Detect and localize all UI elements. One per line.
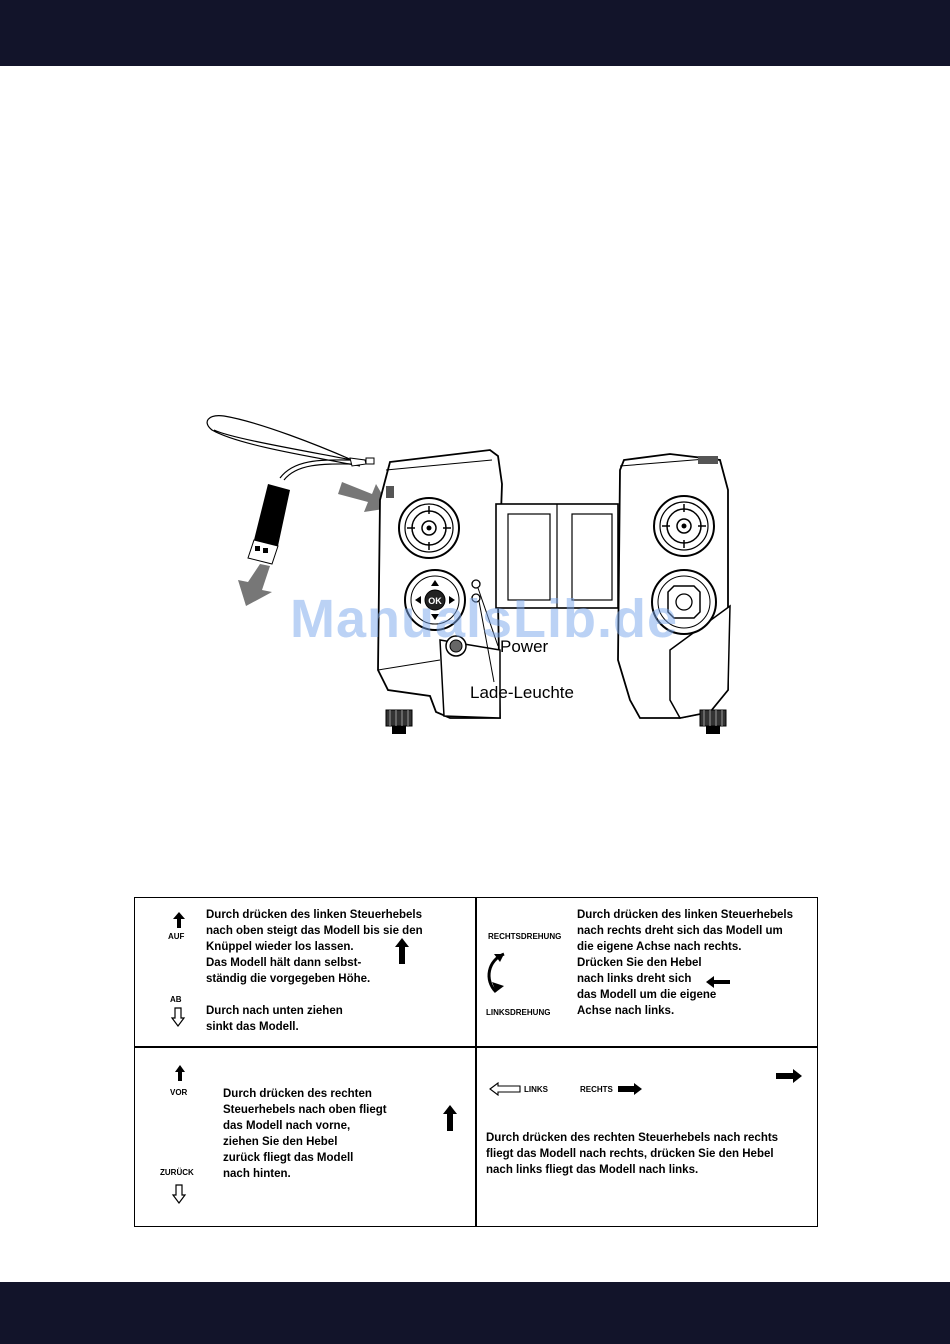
up-label: AUF: [168, 932, 185, 941]
bottom-bar: [0, 1282, 950, 1344]
up-arrow-icon: [175, 1065, 185, 1081]
rotation-instruction-line: die eigene Achse nach rechts.: [577, 941, 742, 953]
power-label: Power: [500, 637, 549, 656]
down-arrow-icon: [170, 1007, 186, 1027]
down-arrow-icon: [171, 1184, 187, 1204]
table-divider: [475, 898, 477, 1226]
left-rotation-label: LINKSDREHUNG: [486, 1008, 551, 1017]
rotation-instruction-line: Drücken Sie den Hebel: [577, 957, 702, 969]
cell-rotation: RECHTSDREHUNG LINKSDREHUNG Durch drücken…: [476, 898, 817, 1046]
rotation-instruction-line: das Modell um die eigene: [577, 989, 717, 1001]
ok-button-label: OK: [428, 596, 442, 606]
pitch-instruction-line: ziehen Sie den Hebel: [223, 1136, 338, 1148]
watermark: ManualsLib.de: [290, 589, 679, 649]
right-label: RECHTS: [580, 1085, 613, 1094]
right-arrow-icon: [776, 1069, 802, 1083]
cell-pitch: VOR ZURÜCK Durch drücken des rechten Ste…: [135, 1047, 475, 1226]
roll-instruction-line: fliegt das Modell nach rechts, drücken S…: [486, 1148, 774, 1160]
pitch-instruction-line: Durch drücken des rechten: [223, 1088, 372, 1100]
pitch-instruction-line: Steuerhebels nach oben fliegt: [223, 1104, 387, 1116]
pitch-instruction-line: zurück fliegt das Modell: [223, 1152, 354, 1164]
up-arrow-icon: [173, 912, 185, 928]
right-rotation-label: RECHTSDREHUNG: [488, 932, 562, 941]
rotation-instruction-line: Durch drücken des linken Steuerhebels: [577, 909, 794, 921]
altitude-instruction-line: ständig die vorgegeben Höhe.: [206, 973, 371, 985]
cell-altitude: AUF AB Durch drücken des linken Steuerhe…: [135, 898, 475, 1046]
cell-roll: LINKS RECHTS Durch drücken des rechten S…: [476, 1047, 817, 1226]
rotate-arrow-icon: [487, 952, 505, 994]
altitude-instruction-line: sinkt das Modell.: [206, 1021, 299, 1033]
pitch-instruction-line: das Modell nach vorne,: [223, 1120, 351, 1132]
up-arrow-icon: [395, 938, 409, 964]
right-arrow-icon: [618, 1083, 642, 1095]
up-arrow-icon: [443, 1105, 457, 1131]
left-arrow-icon: [489, 1081, 521, 1097]
back-label: ZURÜCK: [160, 1168, 194, 1177]
controller-diagram: OK: [206, 415, 731, 734]
forward-label: VOR: [170, 1088, 188, 1097]
left-label: LINKS: [524, 1085, 548, 1094]
top-bar: [0, 0, 950, 66]
table-divider: [135, 1046, 817, 1048]
charge-led-label: Lade-Leuchte: [470, 683, 574, 702]
altitude-instruction-line: Knüppel wieder los lassen.: [206, 941, 354, 953]
instruction-table: AUF AB Durch drücken des linken Steuerhe…: [134, 897, 818, 1227]
left-arrow-icon: [706, 976, 730, 988]
roll-instruction-line: nach links fliegt das Modell nach links.: [486, 1164, 699, 1176]
rotation-instruction-line: nach rechts dreht sich das Modell um: [577, 925, 783, 937]
altitude-instruction-line: nach oben steigt das Modell bis sie den: [206, 925, 423, 937]
pitch-instruction-line: nach hinten.: [223, 1168, 291, 1180]
rotation-instruction-line: Achse nach links.: [577, 1005, 675, 1017]
altitude-instruction-line: Durch drücken des linken Steuerhebels: [206, 909, 423, 921]
altitude-instruction-line: Das Modell hält dann selbst-: [206, 957, 362, 969]
altitude-instruction-line: Durch nach unten ziehen: [206, 1005, 343, 1017]
down-label: AB: [170, 995, 182, 1004]
roll-instruction-line: Durch drücken des rechten Steuerhebels n…: [486, 1132, 779, 1144]
rotation-instruction-line: nach links dreht sich: [577, 973, 692, 985]
